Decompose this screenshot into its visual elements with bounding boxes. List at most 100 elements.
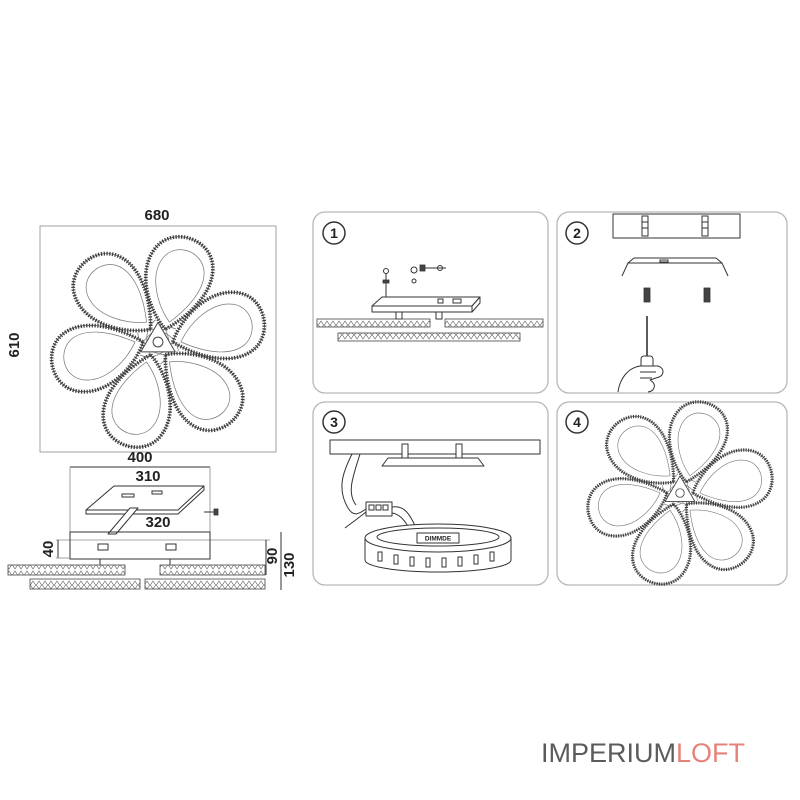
step-number-badge	[322, 410, 346, 434]
washer	[411, 278, 417, 284]
driver-label-plate	[416, 532, 460, 544]
ceiling-plate	[329, 439, 541, 455]
wire	[341, 453, 367, 515]
bracket-slot	[151, 490, 163, 495]
bracket-screw	[204, 508, 219, 516]
brand-part-main: IMPERIUM	[541, 738, 676, 768]
crystal-bar	[29, 578, 141, 590]
petal-crystal-beads	[143, 234, 215, 332]
canopy-fixture	[165, 543, 177, 551]
plate-front	[371, 305, 473, 313]
petal-inner-line	[155, 249, 205, 323]
total-height-label: 130	[281, 552, 298, 577]
lamp-petal	[137, 332, 245, 433]
petal-inner-line	[699, 459, 762, 502]
hub-center	[675, 488, 685, 498]
petal-crystal-beads	[170, 290, 267, 361]
vent-slot	[489, 551, 495, 562]
driver-ring: DIMMDE	[364, 523, 512, 573]
plate-top	[371, 296, 481, 307]
mounting-bracket	[381, 457, 485, 467]
bracket-profile	[621, 262, 729, 277]
step-number-badge	[565, 221, 589, 245]
bracket-crossbar	[107, 507, 139, 535]
wall-plug	[641, 215, 649, 237]
petal-inner-line	[85, 264, 147, 323]
petal-inner-line	[63, 331, 136, 381]
lamp-hub	[664, 475, 696, 502]
petal-crystal-beads	[49, 323, 146, 394]
vent-slot	[409, 556, 415, 567]
ceiling-block	[612, 213, 741, 239]
plate-slot	[452, 298, 462, 304]
overall-dimension-frame	[39, 225, 277, 453]
bolt-head	[419, 264, 426, 272]
step-4-panel: 4	[556, 400, 788, 586]
petal-crystal-beads	[163, 351, 245, 433]
bracket-edge	[85, 486, 205, 515]
crystal-bar	[144, 578, 266, 590]
crystal-bar	[159, 564, 266, 576]
crystal-bar	[316, 318, 431, 328]
petal-crystal-beads	[101, 352, 173, 450]
petal-crystal-beads	[586, 477, 670, 538]
petal-crystal-beads	[684, 501, 755, 572]
step-number: 3	[330, 414, 338, 430]
nut	[382, 279, 390, 284]
petal-crystal-beads	[667, 400, 730, 485]
lamp-side-view: 400 310 320 40	[7, 449, 298, 590]
petal-inner-line	[639, 509, 683, 574]
washer	[410, 266, 418, 274]
brand-part-accent: LOFT	[676, 738, 745, 768]
step-1-panel: 1	[312, 211, 549, 394]
petal-inner-line	[598, 484, 661, 527]
body-height-label: 90	[264, 548, 281, 565]
mounting-plate	[371, 296, 481, 320]
crystal-bar	[337, 332, 521, 342]
wall-plug	[643, 287, 651, 303]
screwdriver-in-hand	[617, 316, 664, 393]
vent-slot	[473, 554, 479, 565]
brand-logo: IMPERIUMLOFT	[541, 738, 745, 768]
bracket-slot	[659, 259, 669, 263]
step-3-panel: 3	[312, 401, 549, 586]
lamp-top-view	[49, 234, 267, 450]
ring-inner-edge	[376, 527, 500, 547]
step-number: 2	[573, 225, 581, 241]
plate-slot	[437, 298, 444, 304]
step-number: 1	[330, 225, 338, 241]
width-dimension-label: 680	[144, 207, 169, 224]
step-number-badge	[322, 221, 346, 245]
bolt-ring	[437, 265, 443, 271]
plate-side	[471, 296, 481, 313]
petal-inner-line	[677, 412, 721, 477]
canopy	[56, 531, 270, 560]
driver-label: DIMMDE	[425, 536, 452, 543]
stem	[435, 311, 443, 320]
petal-inner-line	[689, 509, 743, 561]
screw-head	[213, 508, 219, 516]
vent-slot	[441, 557, 447, 568]
petal-crystal-beads	[690, 448, 774, 509]
petal-crystal-beads	[630, 501, 693, 586]
wall-plug	[703, 287, 711, 303]
crystal-bar	[7, 564, 126, 576]
vent-slot	[425, 557, 431, 568]
petal-inner-line	[169, 361, 231, 420]
washer	[383, 268, 389, 274]
vent-slot	[457, 556, 463, 567]
hub-center	[152, 336, 164, 348]
step-number-badge	[565, 410, 589, 434]
step-number: 4	[573, 414, 581, 430]
bracket-length-label: 400	[127, 449, 152, 466]
canopy-body	[69, 531, 211, 560]
vent-slot	[377, 551, 383, 562]
connector-terminal	[382, 504, 389, 511]
lamp-assembled-view	[586, 400, 774, 586]
connector-terminal	[375, 504, 382, 511]
hand-fingers	[640, 371, 656, 379]
petal-crystal-beads	[71, 251, 153, 333]
lamp-petal	[605, 414, 698, 501]
vent-slot	[393, 554, 399, 565]
mounting-bracket	[621, 257, 729, 277]
